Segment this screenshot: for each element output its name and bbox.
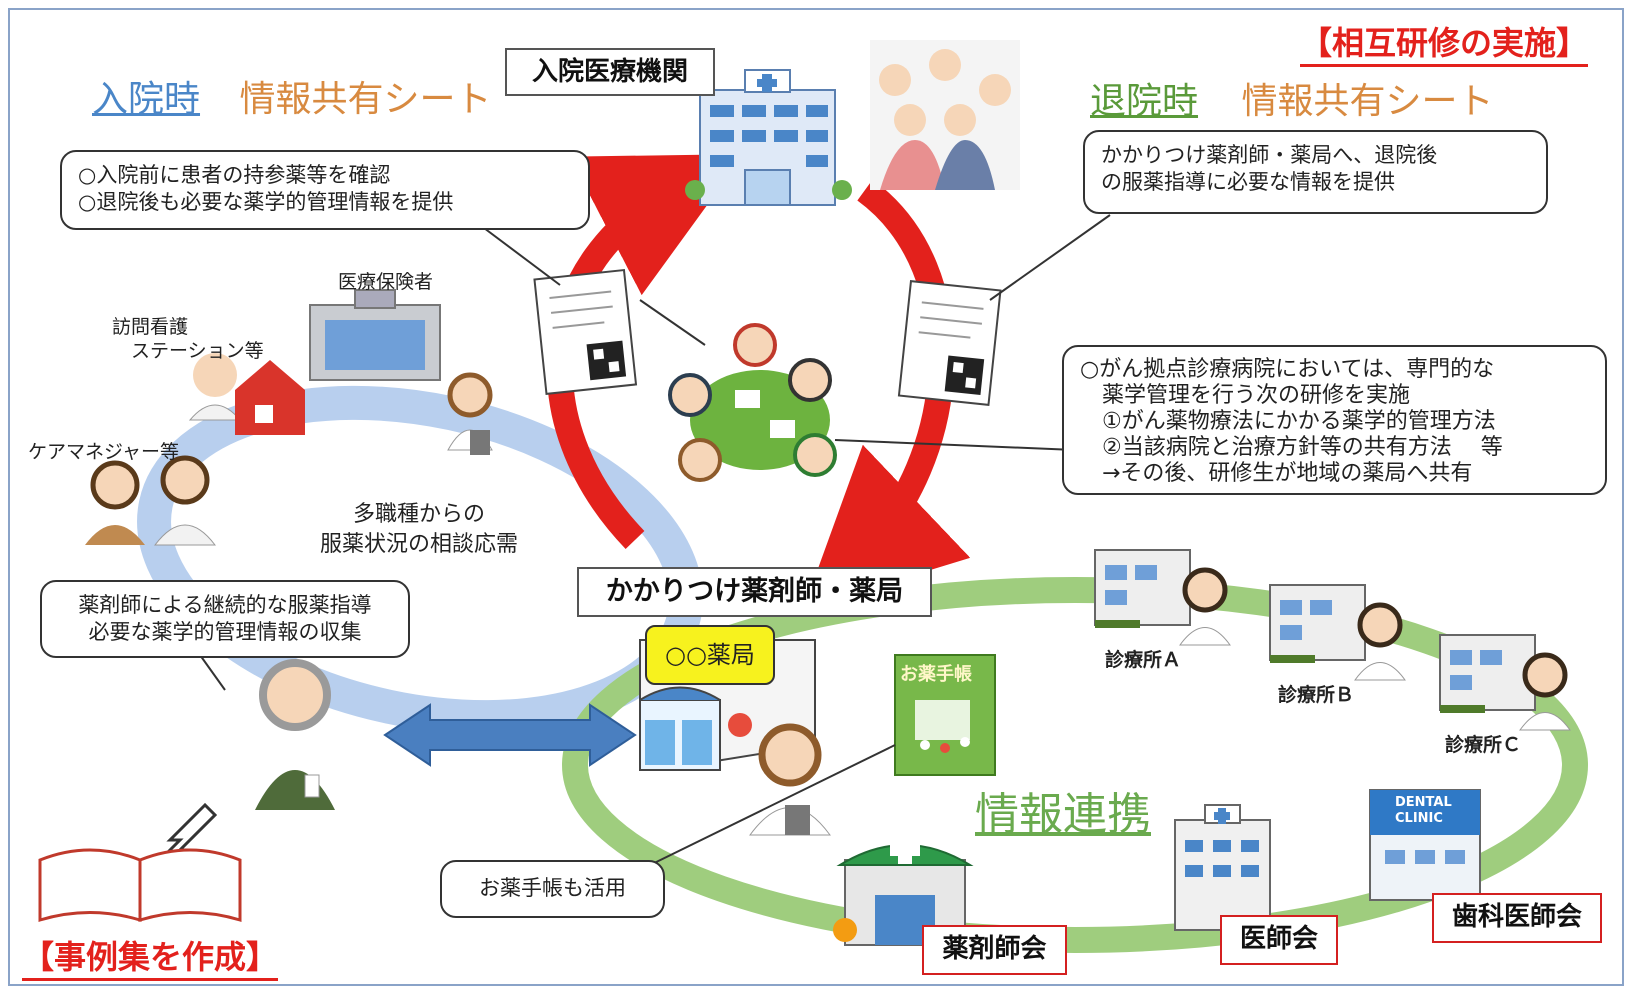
hospital-staff-illustration (870, 40, 1020, 190)
insurer-label: 医療保険者 (338, 271, 434, 293)
patient-pointer (199, 654, 226, 691)
nursing-station-illustration (188, 353, 305, 435)
meeting-pointer (639, 299, 706, 346)
medicine-notebook (894, 654, 996, 776)
family-pharmacy-label: かかりつけ薬剤師・薬局 (577, 567, 932, 617)
care-manager-illustration (85, 455, 217, 546)
pharmacy-sign: ○○薬局 (645, 625, 775, 685)
clinic-a-label: 診療所Ａ (1105, 649, 1182, 671)
double-arrow (383, 703, 637, 767)
pharmacy-pharmacist-illustration (749, 723, 831, 836)
consultation-label: 多職種からの 服薬状況の相談応需 (320, 502, 519, 557)
pharmacist-callout: 薬剤師による継続的な服薬指導 必要な薬学的管理情報の収集 (40, 580, 410, 658)
discharge-label: 退院時 (1090, 81, 1199, 122)
medical-association-label: 医師会 (1220, 915, 1338, 965)
pharmacist-woman-illustration (447, 372, 493, 455)
clinic-c-label: 診療所Ｃ (1445, 734, 1522, 756)
notebook-callout: お薬手帳も活用 (440, 860, 665, 918)
dental-sign-text: DENTAL CLINIC (1395, 795, 1452, 826)
cancer-pointer (834, 439, 1076, 451)
admission-callout: ○入院前に患者の持参薬等を確認 ○退院後も必要な薬学的管理情報を提供 (60, 150, 590, 230)
mutual-training-title: 【相互研修の実施】 (1300, 18, 1589, 67)
info-link-ring (562, 577, 1588, 953)
clinic-c-building (1439, 634, 1571, 731)
casebook-icon (38, 848, 242, 923)
hospital-label: 入院医療機関 (505, 48, 715, 96)
hospital-building (685, 69, 852, 206)
admission-pointer (479, 224, 561, 286)
clinic-b-building (1269, 584, 1406, 681)
notebook-cover-text: お薬手帳 (900, 664, 972, 685)
casebook-title: 【事例集を作成】 (22, 932, 279, 981)
admission-document-icon (533, 268, 638, 395)
dental-association-label: 歯科医師会 (1432, 893, 1602, 943)
clinic-b-label: 診療所Ｂ (1278, 684, 1355, 706)
clinic-a-building (1094, 549, 1231, 646)
training-meeting-illustration (668, 323, 837, 482)
admission-title: 入院時 情報共有シート (92, 70, 491, 122)
discharge-pointer (989, 214, 1111, 301)
diagram-frame (8, 8, 1624, 986)
notebook-pointer (639, 744, 896, 871)
info-link-label: 情報連携 (975, 789, 1151, 840)
discharge-document-icon (897, 280, 1002, 406)
admission-label: 入院時 (92, 79, 201, 120)
care-manager-label: ケアマネジャー等 (28, 441, 180, 463)
medical-association-building (1174, 804, 1271, 931)
dental-clinic-building (1369, 789, 1481, 901)
discharge-title: 退院時 情報共有シート (1090, 72, 1493, 124)
discharge-callout: かかりつけ薬剤師・薬局へ、退院後 の服薬指導に必要な情報を提供 (1083, 130, 1548, 214)
pharmacists-association-label: 薬剤師会 (922, 925, 1067, 975)
patient-illustration (255, 659, 335, 810)
nursing-station-label: 訪問看護 ステーション等 (112, 316, 264, 362)
cancer-training-callout: ○がん拠点診療病院においては、専門的な 薬学管理を行う次の研修を実施 ①がん薬物… (1062, 345, 1607, 495)
discharge-sheet-label: 情報共有シート (1241, 81, 1494, 122)
insurer-building (309, 289, 441, 381)
admission-sheet-label: 情報共有シート (239, 79, 492, 120)
